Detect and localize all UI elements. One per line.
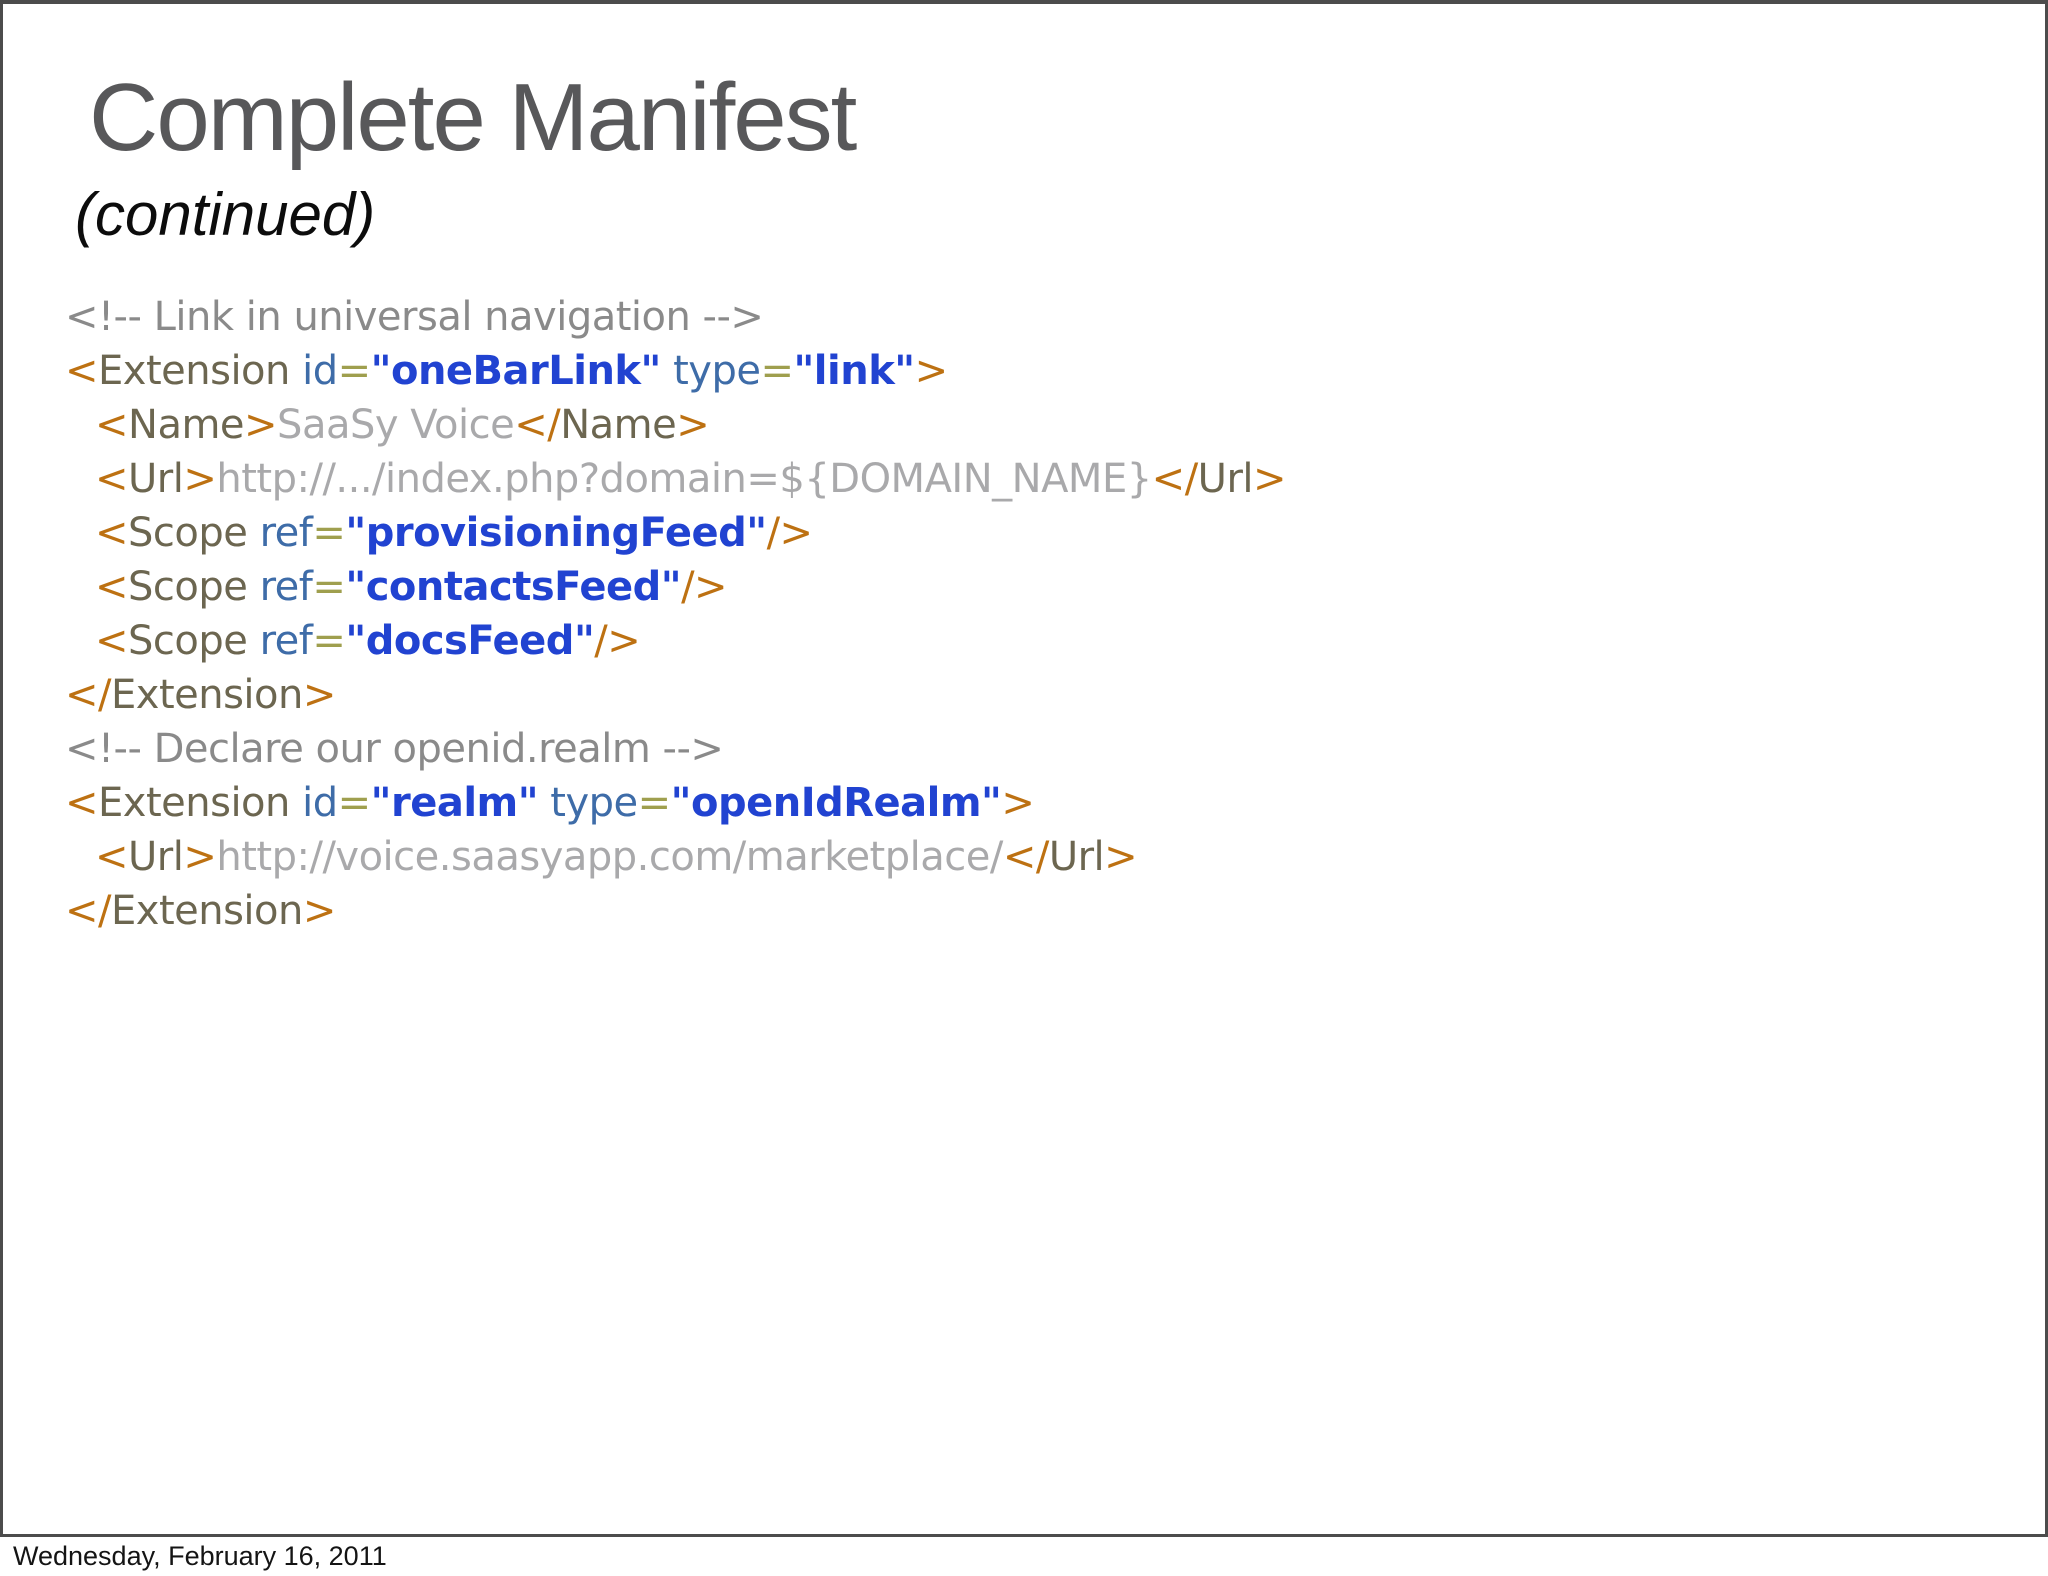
code-token-attr: ref [247,510,313,556]
code-token-tag: Scope [128,510,248,556]
code-token-bracket: < [95,456,129,502]
code-token-bracket: > [1001,780,1035,826]
code-token-eq: = [760,348,794,394]
footer-bar: Wednesday, February 16, 2011 [0,1537,2048,1576]
code-token-tag: Extension [111,888,303,934]
code-token-comment: <!-- Link in universal navigation --> [65,294,764,340]
code-token-tag: Name [128,402,245,448]
code-token-bracket: < [65,348,99,394]
code-token-tag: Url [128,834,184,880]
code-token-bracket: > [244,402,278,448]
slide-canvas: Complete Manifest (continued) <!-- Link … [0,0,2048,1537]
code-token-attr: id [289,780,338,826]
code-token-bracket: < [95,834,129,880]
code-token-bracket: </ [1002,834,1050,880]
code-token-eq: = [312,618,346,664]
code-token-eq: = [312,510,346,556]
code-token-tag: Url [1048,834,1105,880]
code-line: </Extension> [65,668,1286,722]
code-token-bracket: < [95,402,129,448]
code-line: <Url>http://.../index.php?domain=${DOMAI… [65,452,1287,506]
code-line: </Extension> [65,884,1286,938]
code-token-attr: type [538,780,638,826]
code-token-bracket: > [302,888,337,934]
code-token-tag: Name [560,402,677,448]
code-token-eq: = [637,780,672,826]
code-token-bracket: /> [594,618,641,664]
code-line: <!-- Link in universal navigation --> [65,290,1286,344]
code-token-bracket: > [183,834,217,880]
code-token-tag: Scope [128,564,248,610]
code-token-bracket: < [95,564,129,610]
code-token-text: http://voice.saasyapp.com/marketplace/ [216,834,1003,880]
code-token-bracket: > [183,456,217,502]
code-line: <Scope ref="docsFeed"/> [65,614,1286,668]
code-token-eq: = [337,780,372,826]
code-line: <!-- Declare our openid.realm --> [65,722,1286,776]
code-token-val: "realm" [370,780,539,826]
code-line: <Extension id="realm" type="openIdRealm"… [65,776,1286,830]
code-token-eq: = [312,564,346,610]
code-token-bracket: </ [1151,456,1199,502]
code-token-bracket: < [65,780,99,826]
code-token-bracket: /> [766,510,814,556]
slide-title: Complete Manifest [89,64,857,171]
code-line: <Scope ref="contactsFeed"/> [65,560,1286,614]
code-token-bracket: > [1104,834,1138,880]
code-token-bracket: > [1253,456,1287,502]
code-token-text: SaaSy Voice [277,402,515,448]
code-token-tag: Url [1197,456,1254,502]
code-token-text: http://.../index.php?domain=${DOMAIN_NAM… [216,456,1152,502]
code-line: <Name>SaaSy Voice</Name> [65,398,1286,452]
code-token-val: "oneBarLink" [370,348,662,394]
code-token-bracket: < [95,510,129,556]
code-token-bracket: < [95,618,129,664]
code-token-tag: Extension [98,348,290,394]
code-token-attr: ref [247,618,313,664]
code-token-val: "docsFeed" [345,618,595,664]
code-token-tag: Extension [98,780,290,826]
code-token-eq: = [337,348,372,394]
code-token-tag: Scope [128,618,248,664]
code-token-tag: Extension [111,672,303,718]
code-token-attr: ref [247,564,313,610]
xml-code-block: <!-- Link in universal navigation --><Ex… [65,290,1287,938]
code-token-val: "link" [793,348,915,394]
code-token-comment: <!-- Declare our openid.realm --> [65,726,724,772]
code-token-attr: id [289,348,338,394]
code-token-val: "contactsFeed" [345,564,682,610]
footer-date: Wednesday, February 16, 2011 [13,1541,387,1571]
code-token-bracket: > [676,402,710,448]
code-token-val: "provisioningFeed" [345,510,767,556]
code-token-bracket: /> [681,564,728,610]
slide-subtitle: (continued) [75,181,376,248]
code-token-bracket: > [914,348,949,394]
code-line: <Url>http://voice.saasyapp.com/marketpla… [65,830,1286,884]
code-token-tag: Url [128,456,184,502]
code-line: <Extension id="oneBarLink" type="link"> [65,344,1286,398]
code-line: <Scope ref="provisioningFeed"/> [65,506,1286,560]
code-token-attr: type [660,348,761,394]
code-token-bracket: > [302,672,337,718]
code-token-bracket: </ [65,888,112,934]
code-token-val: "openIdRealm" [670,780,1002,826]
code-token-bracket: </ [65,672,112,718]
code-token-bracket: </ [514,402,561,448]
